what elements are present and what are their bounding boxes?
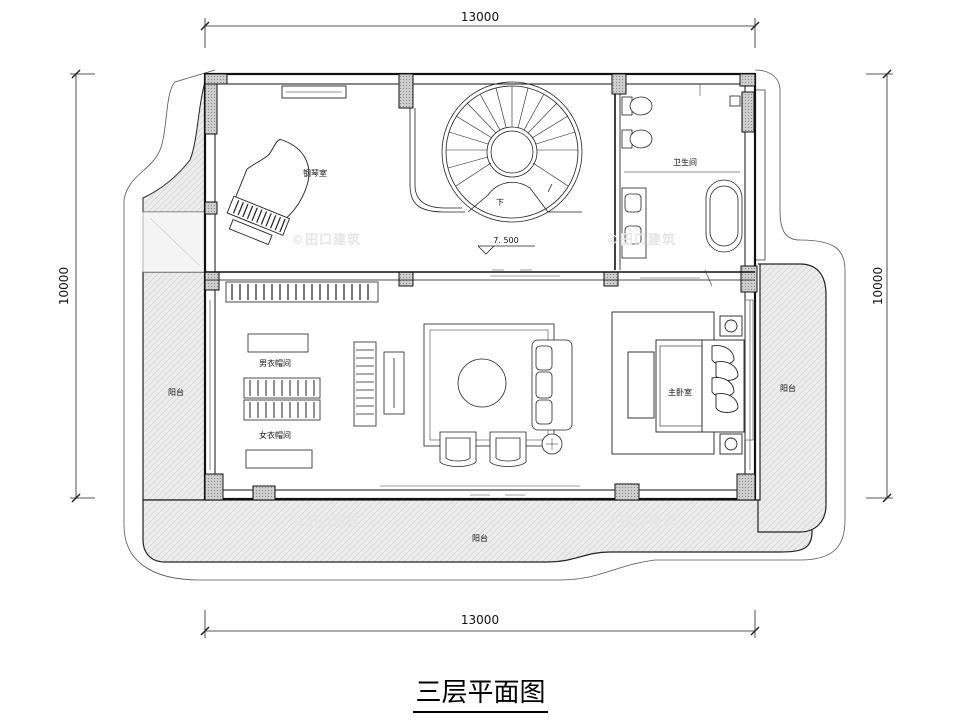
stair-down-label: 下 xyxy=(496,198,504,207)
entry-gray-area xyxy=(142,211,206,273)
label-mens-closet: 男衣帽间 xyxy=(259,358,291,368)
stair-treads xyxy=(446,86,578,187)
balcony-right-area xyxy=(757,263,827,533)
floor-drain-icon xyxy=(729,95,741,107)
mens-bench xyxy=(247,333,309,353)
nightstand-icon xyxy=(719,315,743,337)
label-womens-closet: 女衣帽间 xyxy=(259,430,291,440)
long-wardrobe xyxy=(225,281,379,303)
level-mark-text: 7. 500 xyxy=(493,236,518,245)
lounge xyxy=(423,323,573,467)
label-piano-room: 钢琴室 xyxy=(303,168,327,178)
spiral-stair xyxy=(409,81,583,223)
womens-bench xyxy=(245,449,313,469)
watermark: ©田口建筑 xyxy=(606,232,676,248)
dim-left-height: 10000 xyxy=(57,267,71,305)
site-outline xyxy=(123,69,846,581)
dimension-lines xyxy=(70,18,893,638)
label-bathroom: 卫生间 xyxy=(673,157,697,167)
watermark: ©田口建筑 xyxy=(291,514,361,530)
watermark: ©田口建筑 xyxy=(291,232,361,248)
pillow-icons xyxy=(711,345,739,413)
openings xyxy=(209,269,754,496)
round-table-icon xyxy=(457,358,507,408)
drawing-title-text: 三层平面图 xyxy=(413,678,548,713)
piano-room-cabinet xyxy=(281,85,347,99)
label-balcony-right: 阳台 xyxy=(780,383,796,393)
nightstand-icon-2 xyxy=(719,433,743,455)
bathroom xyxy=(621,84,743,259)
dim-top-width: 13000 xyxy=(461,10,499,24)
sofa-icon xyxy=(531,339,573,431)
drawing-title: 三层平面图 xyxy=(0,672,961,713)
interior-walls xyxy=(205,94,755,281)
bench-icon xyxy=(627,351,655,419)
label-master-bedroom: 主卧室 xyxy=(668,387,692,397)
master-bedroom xyxy=(611,311,745,455)
grand-piano-icon xyxy=(226,139,310,246)
toilet-icon-2 xyxy=(621,129,653,149)
entry-diagonal xyxy=(149,217,201,267)
dim-bottom-width: 13000 xyxy=(461,613,499,627)
armchair-icon xyxy=(439,431,477,467)
label-balcony-left: 阳台 xyxy=(168,387,184,397)
sink-icon xyxy=(624,193,642,213)
wall-columns xyxy=(204,73,758,501)
level-mark xyxy=(477,245,535,255)
sink-icon-2 xyxy=(624,225,642,245)
balcony-bottom-area xyxy=(142,499,813,563)
piano-room xyxy=(226,85,347,246)
terrace-top-right xyxy=(755,89,766,261)
watermark: ©田口建筑 xyxy=(606,514,676,530)
label-balcony-bottom: 阳台 xyxy=(472,533,488,543)
toilet-icon xyxy=(621,96,653,116)
armchair-icon-2 xyxy=(489,431,527,467)
closets xyxy=(225,281,405,469)
shoe-cabinet xyxy=(353,341,377,427)
terrace-top-left xyxy=(142,81,206,213)
dim-right-height: 10000 xyxy=(871,267,885,305)
